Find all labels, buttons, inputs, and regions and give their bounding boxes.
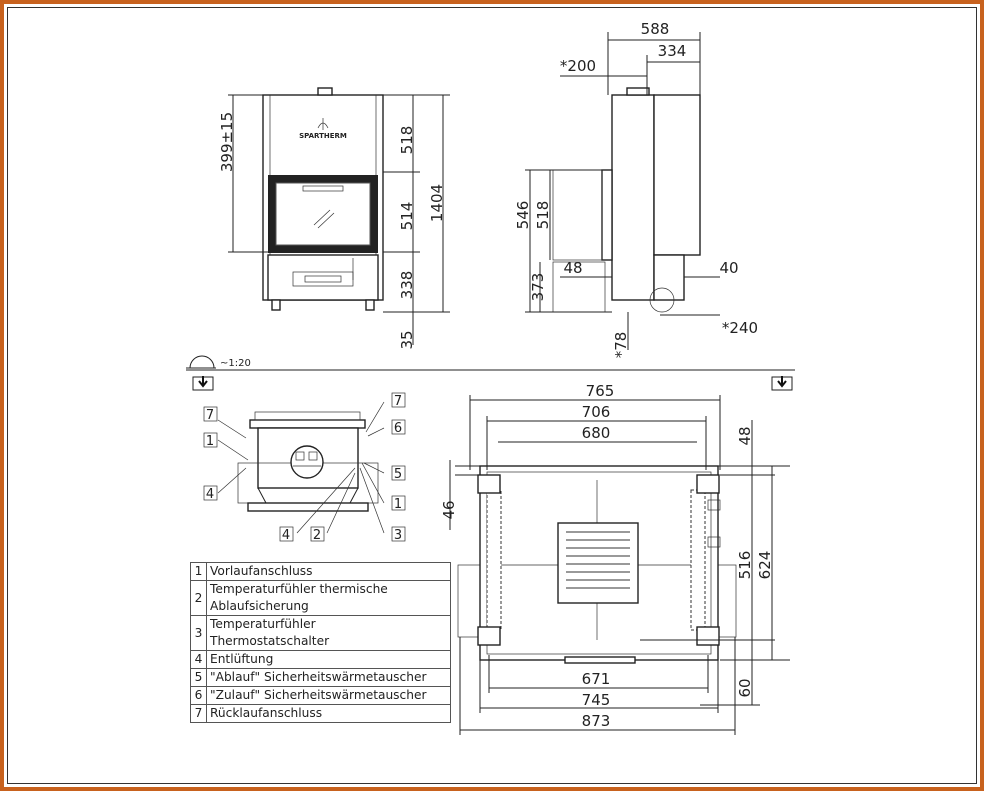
plan-view-large: 765 706 680 48 516 624 60 46 671 745 873 (440, 382, 790, 735)
dim-48: 48 (736, 426, 754, 445)
legend-row: 5"Ablauf" Sicherheitswärmetauscher (190, 668, 451, 687)
svg-text:~1:20: ~1:20 (220, 358, 251, 369)
dim-48-side: 48 (563, 259, 582, 277)
side-view: 588 334 *200 546 518 373 48 40 *240 *78 (514, 20, 758, 358)
dim-240: *240 (722, 319, 758, 337)
brand-logo: SPARTHERM (299, 132, 347, 140)
dim-680: 680 (582, 424, 611, 442)
dim-706: 706 (582, 403, 611, 421)
svg-text:5: 5 (394, 467, 402, 482)
dim-338: 338 (398, 271, 416, 300)
dim-40: 40 (719, 259, 738, 277)
dim-78: *78 (612, 332, 630, 359)
drawing-border (7, 7, 977, 784)
svg-text:1: 1 (394, 497, 402, 512)
dim-518: 518 (398, 126, 416, 155)
svg-text:6: 6 (394, 421, 402, 436)
dim-745: 745 (582, 691, 611, 709)
dim-518-side: 518 (534, 201, 552, 230)
dim-765: 765 (586, 382, 615, 400)
dim-60: 60 (736, 678, 754, 697)
svg-text:3: 3 (394, 528, 402, 543)
plan-view-small (217, 401, 385, 534)
dim-200: *200 (560, 57, 596, 75)
section-symbol-icon (192, 376, 214, 391)
front-view: SPARTHERM 399±15 518 514 338 35 1404 (218, 87, 450, 350)
dim-334: 334 (658, 42, 687, 60)
svg-text:7: 7 (394, 394, 402, 409)
svg-text:4: 4 (206, 487, 214, 502)
svg-text:2: 2 (313, 528, 321, 543)
dim-399: 399±15 (218, 112, 236, 172)
callouts: 7 1 4 7 6 5 1 3 4 2 (203, 392, 406, 543)
dim-873: 873 (582, 712, 611, 730)
dim-35: 35 (398, 330, 416, 349)
dim-546: 546 (514, 201, 532, 230)
dim-516: 516 (736, 551, 754, 580)
dim-1404: 1404 (428, 184, 446, 222)
dim-624: 624 (756, 551, 774, 580)
scale-indicator: ~1:20 (186, 355, 251, 369)
dim-588: 588 (641, 20, 670, 38)
dim-46: 46 (440, 500, 458, 519)
section-symbol-icon (771, 376, 793, 391)
dim-373: 373 (529, 273, 547, 302)
svg-text:1: 1 (206, 434, 214, 449)
dim-514: 514 (398, 202, 416, 231)
dim-671: 671 (582, 670, 611, 688)
svg-text:4: 4 (282, 528, 290, 543)
legend-row: 6"Zulauf" Sicherheitswärmetauscher (190, 686, 451, 705)
svg-text:7: 7 (206, 408, 214, 423)
